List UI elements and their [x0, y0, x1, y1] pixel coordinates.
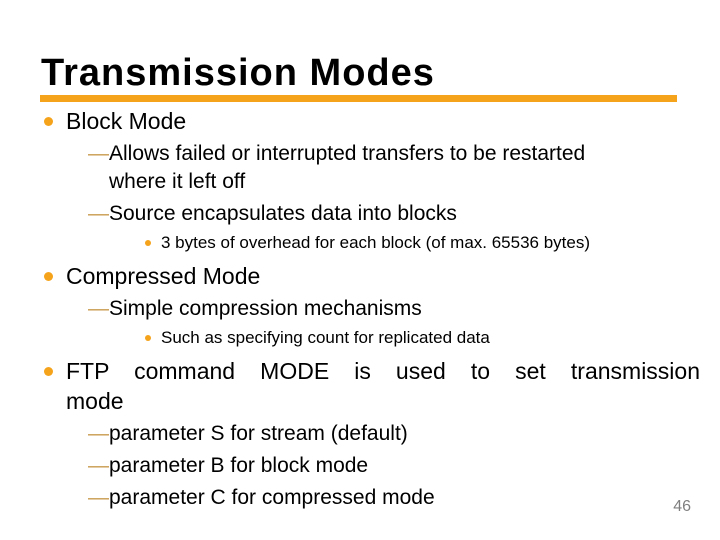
bullet-text: Source encapsulates data into blocks [109, 202, 457, 225]
list-item: — parameter C for compressed mode [0, 484, 720, 512]
bullet-text: Allows failed or interrupted transfers t… [109, 142, 586, 193]
page-number: 46 [673, 498, 691, 515]
list-item: Block Mode [0, 106, 720, 136]
list-item: — parameter S for stream (default) [0, 420, 720, 448]
slide-title: Transmission Modes [41, 52, 435, 94]
list-item: — Simple compression mechanisms [0, 295, 720, 323]
bullet-dot-icon [145, 231, 161, 246]
title-underline-rule [40, 95, 677, 102]
bullet-text: Compressed Mode [66, 263, 261, 289]
bullet-text: parameter S for stream (default) [109, 422, 408, 445]
dash-bullet-icon: — [88, 202, 109, 225]
slide-body: Block Mode — Allows failed or interrupte… [0, 106, 720, 512]
list-item: Compressed Mode [0, 261, 720, 291]
bullet-text: Such as specifying count for replicated … [161, 328, 490, 347]
dash-bullet-icon: — [88, 142, 109, 165]
list-item: 3 bytes of overhead for each block (of m… [0, 231, 720, 255]
bullet-dot-icon [44, 356, 66, 376]
list-item: — Allows failed or interrupted transfers… [0, 140, 720, 196]
bullet-dot-icon [44, 106, 66, 126]
bullet-text: Block Mode [66, 108, 187, 134]
list-item: FTP command MODE is used to set transmis… [0, 356, 720, 416]
bullet-text: parameter B for block mode [109, 454, 369, 477]
dash-bullet-icon: — [88, 422, 109, 445]
list-item: — parameter B for block mode [0, 452, 720, 480]
bullet-text: Simple compression mechanisms [109, 297, 422, 320]
bullet-text: parameter C for compressed mode [109, 486, 435, 509]
dash-bullet-icon: — [88, 486, 109, 509]
dash-bullet-icon: — [88, 454, 109, 477]
bullet-text: 3 bytes of overhead for each block (of m… [161, 233, 591, 252]
bullet-text: FTP command MODE is used to set transmis… [66, 358, 700, 414]
list-item: — Source encapsulates data into blocks [0, 200, 720, 228]
dash-bullet-icon: — [88, 297, 109, 320]
bullet-dot-icon [44, 261, 66, 281]
bullet-dot-icon [145, 326, 161, 341]
list-item: Such as specifying count for replicated … [0, 326, 720, 350]
